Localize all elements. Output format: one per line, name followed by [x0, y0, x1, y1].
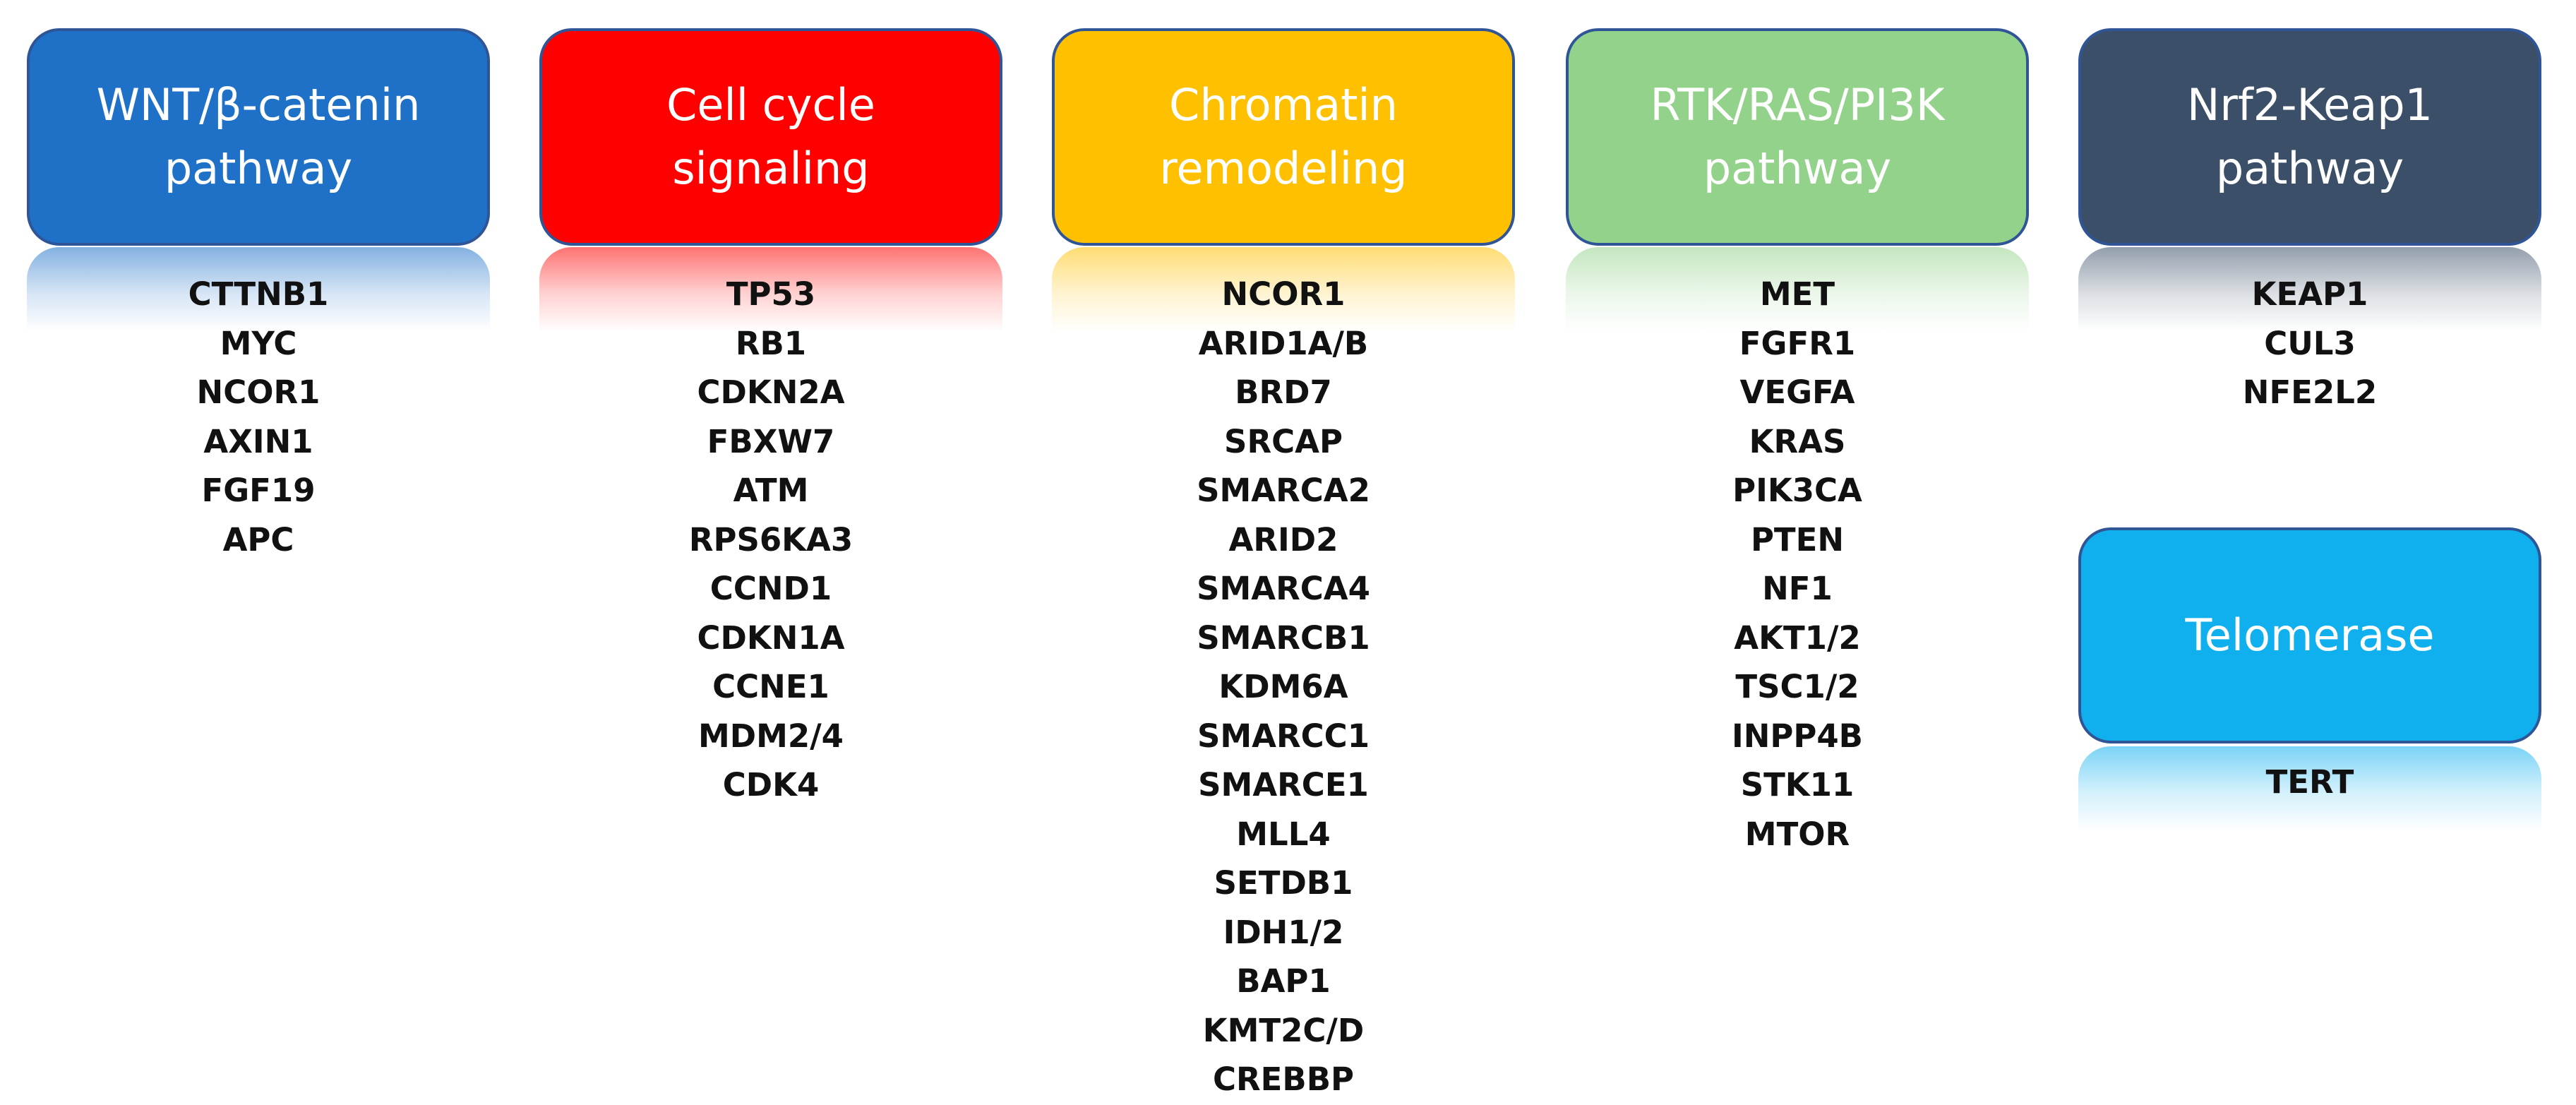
gene-item: KDM6A: [1218, 668, 1348, 705]
rtk-pathway-title-line1: RTK/RAS/PI3K: [1650, 79, 1945, 131]
gene-item: INPP4B: [1732, 717, 1863, 755]
wnt-pathway-title-line1: WNT/β-catenin: [96, 79, 421, 131]
cell-cycle-header: Cell cycle signaling: [539, 28, 1002, 246]
gene-item: VEGFA: [1739, 374, 1855, 411]
nrf2-pathway-title-line2: pathway: [2215, 143, 2404, 194]
gene-item: CUL3: [2264, 324, 2356, 362]
telomerase-title: Telomerase: [2185, 609, 2435, 661]
gene-item: PIK3CA: [1732, 472, 1862, 509]
chromatin-title-line1: Chromatin: [1169, 79, 1398, 131]
gene-item: ATM: [733, 472, 809, 509]
gene-item: CTTNB1: [188, 275, 329, 313]
gene-item: MTOR: [1744, 815, 1850, 853]
gene-item: MET: [1759, 275, 1835, 313]
gene-item: MYC: [220, 324, 297, 362]
nrf2-pathway-header: Nrf2-Keap1 pathway: [2078, 28, 2541, 246]
gene-item: BRD7: [1235, 374, 1332, 411]
gene-item: SMARCC1: [1197, 717, 1370, 755]
gene-item: AXIN1: [203, 422, 313, 460]
gene-item: KEAP1: [2251, 275, 2368, 313]
gene-item: NCOR1: [1221, 275, 1346, 313]
gene-item: FBXW7: [707, 422, 835, 460]
gene-item: ARID2: [1228, 520, 1338, 559]
gene-item: NF1: [1762, 570, 1833, 607]
gene-item: CDK4: [722, 766, 820, 804]
gene-item: MDM2/4: [698, 717, 844, 755]
gene-item: AKT1/2: [1734, 619, 1861, 657]
telomerase-column: Telomerase TERT: [2078, 527, 2541, 831]
gene-item: SMARCB1: [1197, 619, 1370, 657]
rtk-pathway-title-line2: pathway: [1703, 143, 1892, 194]
gene-item: PTEN: [1750, 520, 1845, 559]
gene-item: FGF19: [201, 472, 316, 509]
gene-item: SMARCE1: [1198, 766, 1369, 804]
gene-item: KMT2C/D: [1202, 1011, 1365, 1049]
gene-item: CDKN2A: [697, 374, 845, 411]
gene-item: TERT: [2265, 763, 2354, 801]
gene-item: STK11: [1740, 766, 1855, 804]
telomerase-gene-list: TERT: [2078, 743, 2541, 807]
gene-item: SRCAP: [1224, 422, 1343, 460]
gene-item: ARID1A/B: [1198, 324, 1369, 362]
gene-item: RPS6KA3: [688, 520, 853, 559]
gene-item: SMARCA2: [1197, 472, 1370, 509]
wnt-pathway-title-line2: pathway: [164, 143, 353, 194]
gene-item: CDKN1A: [697, 619, 845, 657]
nrf2-pathway-title-line1: Nrf2-Keap1: [2186, 79, 2433, 131]
rtk-pathway-header: RTK/RAS/PI3K pathway: [1566, 28, 2029, 246]
gene-item: SMARCA4: [1197, 570, 1370, 607]
gene-item: TP53: [726, 275, 816, 313]
cell-cycle-title-line1: Cell cycle: [666, 79, 875, 131]
chromatin-title-line2: remodeling: [1159, 143, 1408, 194]
gene-item: SETDB1: [1214, 864, 1353, 902]
gene-item: RB1: [735, 324, 807, 362]
gene-item: IDH1/2: [1223, 913, 1344, 951]
cell-cycle-title-line2: signaling: [672, 143, 870, 194]
gene-item: NFE2L2: [2242, 374, 2378, 411]
gene-item: MLL4: [1236, 815, 1331, 853]
gene-item: CCNE1: [712, 668, 829, 705]
gene-item: CREBBP: [1213, 1061, 1354, 1098]
gene-item: KRAS: [1749, 422, 1846, 460]
gene-item: CCND1: [709, 570, 832, 607]
gene-item: FGFR1: [1739, 324, 1856, 362]
chromatin-header: Chromatin remodeling: [1052, 28, 1515, 246]
gene-item: TSC1/2: [1735, 668, 1859, 705]
gene-item: BAP1: [1236, 962, 1331, 1000]
wnt-pathway-header: WNT/β-catenin pathway: [27, 28, 490, 246]
telomerase-header: Telomerase: [2078, 527, 2541, 743]
gene-item: NCOR1: [196, 374, 320, 411]
gene-item: APC: [222, 520, 294, 559]
